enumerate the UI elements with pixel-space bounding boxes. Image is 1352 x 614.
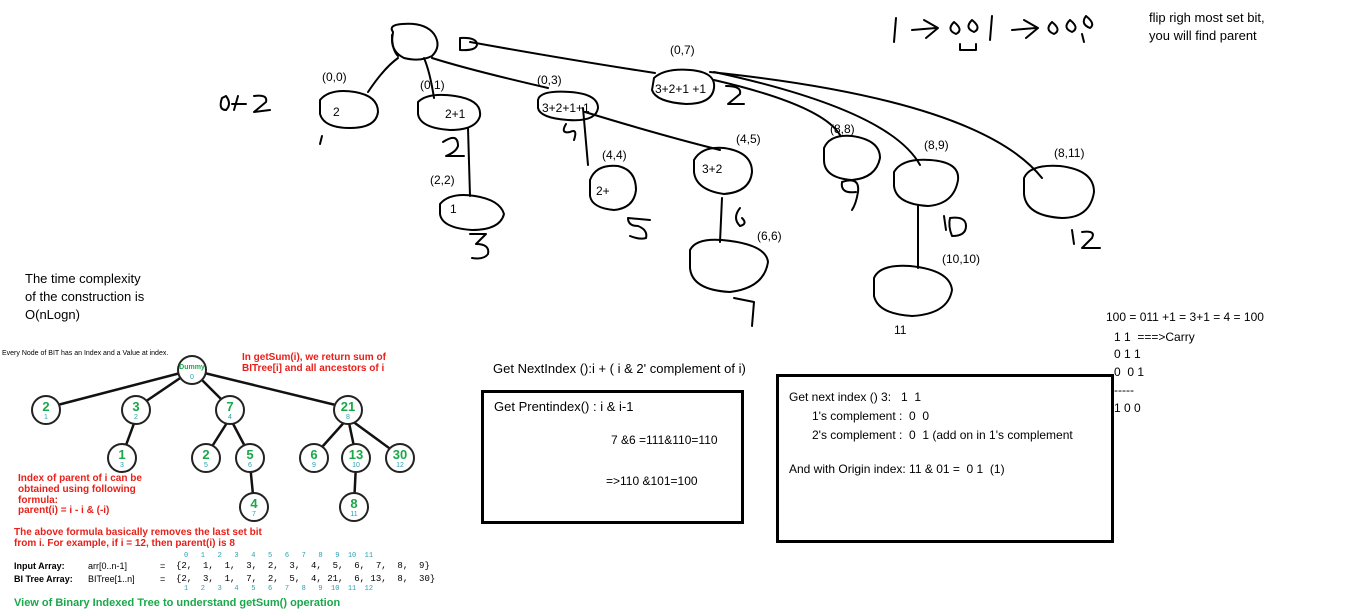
bit-node-value: 1	[118, 447, 126, 462]
input-array-label: Input Array:	[14, 561, 65, 571]
parent-formula: parent(i) = i - i & (-i)	[18, 505, 110, 516]
flip-note-line2: you will find parent	[1149, 28, 1257, 43]
bit-node-value: 2	[202, 447, 210, 462]
node-label-8-8: (8,8)	[830, 122, 855, 136]
complexity-line3: O(nLogn)	[25, 307, 80, 322]
bit-array-eq: =	[160, 574, 166, 584]
bit-node-value: 30	[392, 447, 408, 462]
node-label-0-3: (0,3)	[537, 73, 562, 87]
next-index-formula: Get NextIndex ():i + ( i & 2' complement…	[493, 361, 746, 376]
node-value-0-1: 2+1	[445, 107, 466, 121]
bit-node-index: 1	[44, 414, 48, 421]
bit-node-value: 4	[250, 496, 258, 511]
bit-node-value: 21	[340, 399, 356, 414]
bit-node-value: 6	[310, 447, 318, 462]
node-value-0-7: 3+2+1 +1	[655, 82, 707, 96]
node-value-0-0: 2	[333, 105, 340, 119]
bit-node-index: 4	[228, 414, 232, 421]
node-index-11: 11	[894, 323, 907, 337]
node-label-0-1: (0,1)	[420, 78, 445, 92]
node-label-8-9: (8,9)	[924, 138, 949, 152]
flip-note-line1: flip righ most set bit,	[1149, 10, 1265, 25]
carry-line5: -----	[1114, 383, 1134, 397]
node-label-10-10: (10,10)	[942, 252, 981, 266]
removes-bit-note: The above formula basically removes the …	[14, 527, 262, 549]
parent-index-box: Get Prentindex() : i & i-1 7 &6 =111&110…	[481, 390, 744, 524]
bit-node-index: 12	[396, 462, 404, 469]
carry-line3: 0 1 1	[1114, 347, 1141, 361]
node-value-4-4: 2+	[596, 184, 610, 198]
next-index-box: Get next index () 3: 1 1 1's complement …	[776, 374, 1114, 543]
bit-figure-caption: View of Binary Indexed Tree to understan…	[14, 597, 341, 609]
node-value-0-3: 3+2+1+1	[542, 101, 590, 115]
node-label-2-2: (2,2)	[430, 173, 455, 187]
input-array-var: arr[0..n-1]	[88, 561, 128, 571]
bit-node-value: 3	[132, 399, 140, 414]
parent-formula-note: Index of parent of i can be obtained usi…	[18, 473, 142, 506]
bit-index-row: 1 2 3 4 5 6 7 8 9 10 11 12	[184, 585, 374, 593]
carry-line1: 100 = 011 +1 = 3+1 = 4 = 100	[1106, 310, 1264, 324]
bit-node-index: 5	[204, 462, 208, 469]
bit-node-index: 6	[248, 462, 252, 469]
bit-node-index: 7	[252, 511, 256, 518]
complexity-line2: of the construction is	[25, 289, 145, 304]
bit-node-value: 2	[42, 399, 50, 414]
bit-node-value: Dummy	[179, 364, 205, 371]
next-index-line2: 1's complement : 0 0	[812, 409, 930, 423]
bit-node-value: 7	[226, 399, 234, 414]
node-label-8-11: (8,11)	[1054, 146, 1085, 160]
node-label-0-7: (0,7)	[670, 43, 695, 57]
bit-array-label: BI Tree Array:	[14, 574, 73, 584]
bit-node-value: 13	[348, 447, 364, 462]
bit-node-index: 8	[346, 414, 350, 421]
bit-node-index: 0	[190, 374, 194, 381]
bit-node-index: 10	[352, 462, 360, 469]
parent-index-title: Get Prentindex() : i & i-1	[494, 399, 634, 414]
node-label-0-0: (0,0)	[322, 70, 347, 84]
complexity-line1: The time complexity	[25, 271, 141, 286]
carry-line4: 0 0 1	[1114, 365, 1145, 379]
parent-index-line1: 7 &6 =111&110=110	[611, 433, 718, 447]
bit-node-index: 3	[120, 462, 124, 469]
bit-node-value: 8	[350, 496, 358, 511]
node-value-2-2: 1	[450, 202, 457, 216]
node-label-6-6: (6,6)	[757, 229, 782, 243]
bit-array-values: {2, 3, 1, 7, 2, 5, 4, 21, 6, 13, 8, 30}	[176, 574, 436, 584]
node-label-4-5: (4,5)	[736, 132, 761, 146]
bit-heading-b: In getSum(i), we return sum of BITree[i]…	[242, 352, 386, 374]
bit-node-index: 9	[312, 462, 316, 469]
node-label-4-4: (4,4)	[602, 148, 627, 162]
next-index-line4: And with Origin index: 11 & 01 = 0 1 (1)	[789, 462, 1005, 476]
carry-line2: 1 1 ===>Carry	[1114, 330, 1195, 344]
bit-heading-a: Every Node of BIT has an Index and a Val…	[2, 350, 169, 357]
next-index-line1: Get next index () 3: 1 1	[789, 390, 922, 404]
input-index-row: 0 1 2 3 4 5 6 7 8 9 10 11	[184, 552, 374, 560]
carry-line6: 1 0 0	[1114, 401, 1141, 415]
input-array-values: {2, 1, 1, 3, 2, 3, 4, 5, 6, 7, 8, 9}	[176, 561, 430, 571]
node-value-4-5: 3+2	[702, 162, 723, 176]
parent-index-line2: =>110 &101=100	[606, 474, 698, 488]
bit-node-value: 5	[246, 447, 254, 462]
bit-node-index: 2	[134, 414, 138, 421]
bit-array-var: BITree[1..n]	[88, 574, 135, 584]
bit-node-index: 11	[350, 511, 358, 518]
next-index-line3: 2's complement : 0 1 (add on in 1's comp…	[812, 428, 1073, 442]
input-array-eq: =	[160, 561, 166, 571]
bit-node-dummy: Dummy 0	[177, 355, 207, 385]
